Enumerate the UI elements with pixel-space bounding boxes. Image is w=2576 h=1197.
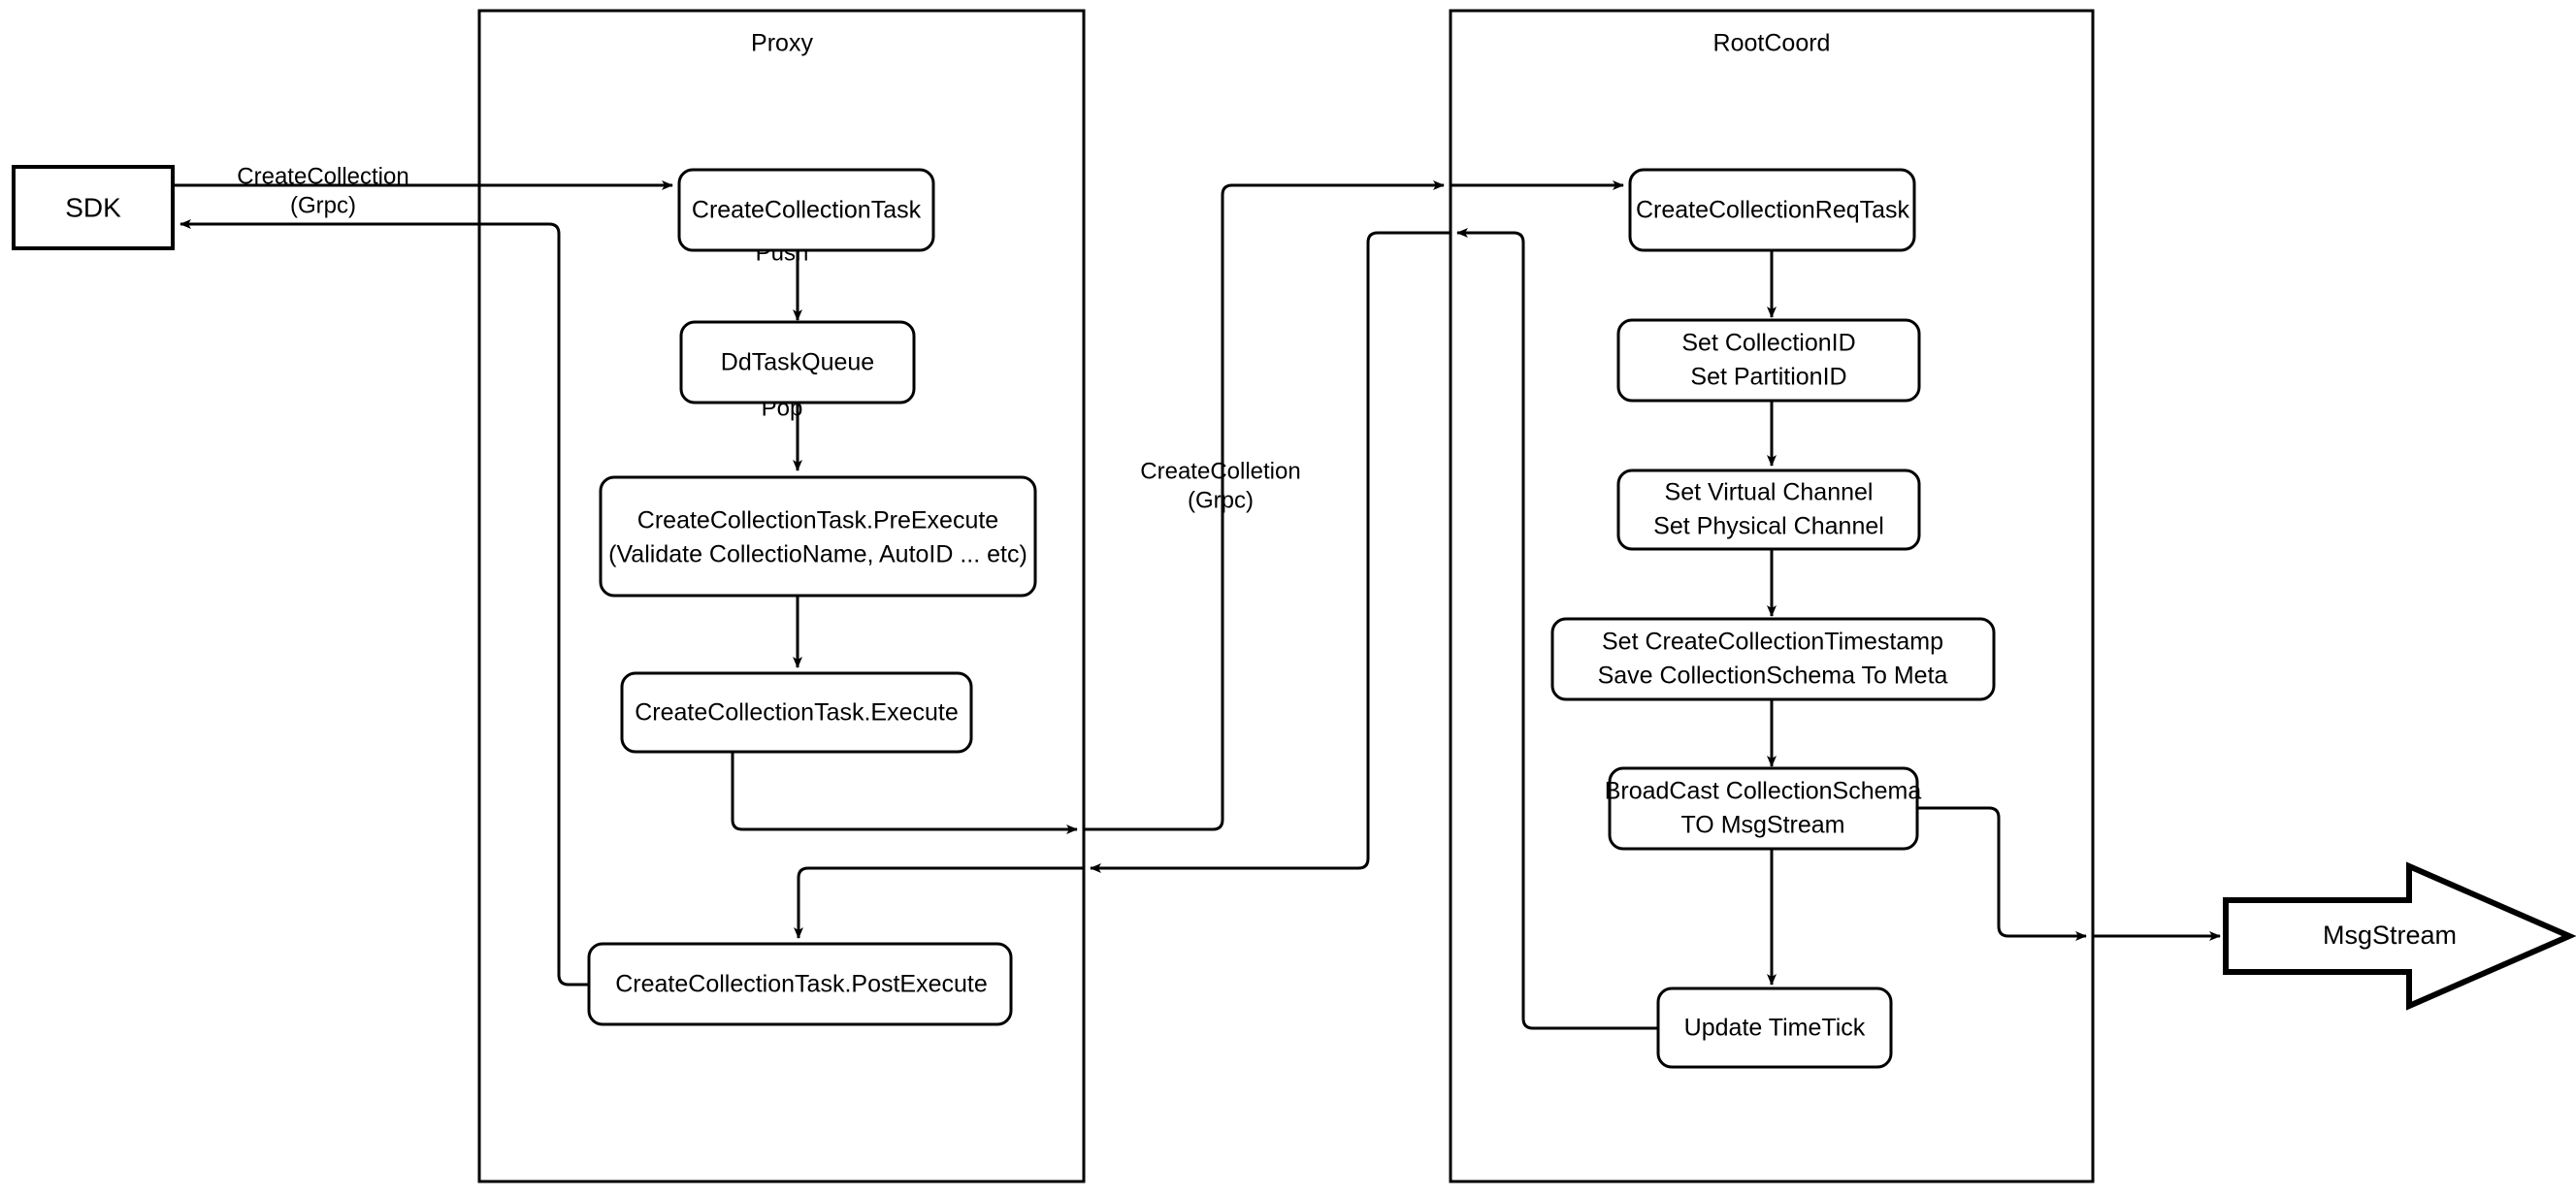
set-channels-label-line1: Set Virtual Channel: [1665, 479, 1874, 506]
edge-proxy-to-rootcoord-request: [1084, 180, 1445, 831]
edge-label-proxy-rootcoord-line2: (Grpc): [1188, 487, 1254, 513]
edge-update-timetick-to-rootcoord-border: [1456, 228, 1664, 1030]
create-collection-req-task-label: CreateCollectionReqTask: [1636, 197, 1910, 224]
create-collection-task-label: CreateCollectionTask: [692, 197, 922, 224]
set-ids-label-line2: Set PartitionID: [1690, 364, 1846, 391]
execute-box[interactable]: [620, 671, 973, 754]
msgstream-label: MsgStream: [2323, 921, 2457, 950]
edge-label-proxy-rootcoord-line1: CreateColletion: [1140, 458, 1300, 484]
dd-task-queue-label: DdTaskQueue: [721, 349, 874, 376]
edge-label-sdk-proxy-line1: CreateCollection: [237, 163, 408, 189]
node-set-channels[interactable]: Set Virtual Channel Set Physical Channel: [1616, 469, 1921, 551]
save-meta-label-line1: Set CreateCollectionTimestamp: [1602, 629, 1943, 656]
proxy-container-title: Proxy: [751, 30, 813, 57]
node-create-collection-req-task[interactable]: CreateCollectionReqTask: [1628, 168, 1916, 252]
set-channels-label-line2: Set Physical Channel: [1653, 513, 1884, 540]
pre-execute-label-line2: (Validate CollectioName, AutoID ... etc): [608, 541, 1027, 568]
node-post-execute[interactable]: CreateCollectionTask.PostExecute: [587, 942, 1013, 1026]
update-timetick-label: Update TimeTick: [1684, 1015, 1866, 1042]
pre-execute-label-line1: CreateCollectionTask.PreExecute: [637, 507, 998, 534]
rootcoord-container-title: RootCoord: [1713, 30, 1831, 57]
msgstream-block-arrow[interactable]: [2223, 861, 2576, 1011]
post-execute-box[interactable]: [587, 942, 1013, 1026]
post-execute-label: CreateCollectionTask.PostExecute: [615, 971, 988, 998]
set-ids-box[interactable]: [1616, 318, 1921, 403]
node-update-timetick[interactable]: Update TimeTick: [1656, 987, 1893, 1069]
node-execute[interactable]: CreateCollectionTask.Execute: [620, 671, 973, 754]
save-meta-box[interactable]: [1550, 617, 1996, 701]
dd-task-queue-box[interactable]: [679, 320, 916, 404]
edge-rootcoord-to-proxy-reply: [1090, 231, 1451, 873]
edge-broadcast-to-rootcoord-border: [1915, 806, 2087, 941]
node-msgstream[interactable]: MsgStream: [2223, 861, 2576, 1011]
node-save-meta[interactable]: Set CreateCollectionTimestamp Save Colle…: [1550, 617, 1996, 701]
set-channels-box[interactable]: [1616, 469, 1921, 551]
update-timetick-box[interactable]: [1656, 987, 1893, 1069]
broadcast-label-line2: TO MsgStream: [1680, 812, 1844, 839]
pre-execute-box[interactable]: [599, 475, 1037, 598]
node-pre-execute[interactable]: CreateCollectionTask.PreExecute (Validat…: [599, 475, 1037, 598]
edge-post-execute-to-sdk-return: [479, 222, 589, 987]
broadcast-label-line1: BroadCast CollectionSchema: [1605, 778, 1922, 805]
node-dd-task-queue[interactable]: DdTaskQueue: [679, 320, 916, 404]
edge-label-sdk-proxy-line2: (Grpc): [290, 192, 356, 218]
create-collection-task-box[interactable]: [677, 168, 935, 252]
node-broadcast[interactable]: BroadCast CollectionSchema TO MsgStream: [1605, 766, 1922, 851]
edge-reply-to-post-execute: [794, 866, 1084, 939]
execute-label: CreateCollectionTask.Execute: [635, 699, 959, 727]
set-ids-label-line1: Set CollectionID: [1681, 330, 1855, 357]
create-collection-req-task-box[interactable]: [1628, 168, 1916, 252]
node-create-collection-task[interactable]: CreateCollectionTask: [677, 168, 935, 252]
sdk-label: SDK: [65, 192, 121, 222]
sdk-box[interactable]: [12, 165, 175, 250]
node-set-ids[interactable]: Set CollectionID Set PartitionID: [1616, 318, 1921, 403]
broadcast-box[interactable]: [1608, 766, 1919, 851]
edge-execute-to-rootcoord: [731, 752, 1078, 834]
node-sdk[interactable]: SDK: [12, 165, 175, 250]
save-meta-label-line2: Save CollectionSchema To Meta: [1598, 663, 1948, 690]
